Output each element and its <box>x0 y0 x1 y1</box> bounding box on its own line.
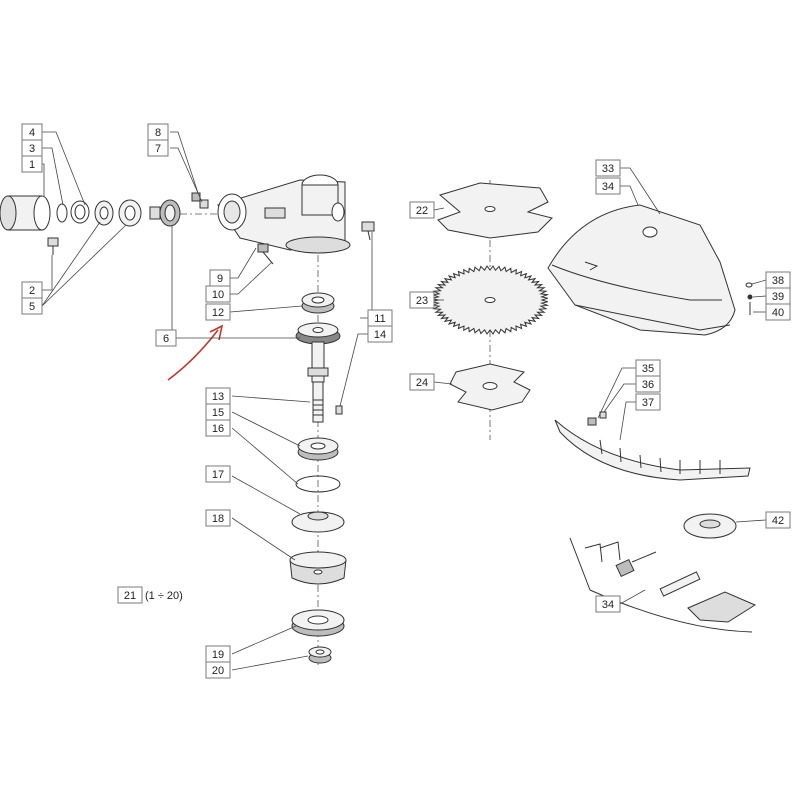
label-7: 7 <box>147 139 169 157</box>
kit-note: (1 ÷ 20) <box>145 590 183 602</box>
svg-text:23: 23 <box>416 295 428 307</box>
svg-text:18: 18 <box>212 513 224 525</box>
part-20-nut <box>308 646 332 664</box>
part-22-blade <box>437 182 553 239</box>
label-14: 14 <box>367 325 393 343</box>
label-9: 9 <box>209 269 231 287</box>
svg-text:34: 34 <box>602 181 614 193</box>
part-18-cup <box>289 551 347 585</box>
svg-text:34: 34 <box>602 599 614 611</box>
part-34-guard <box>547 204 736 336</box>
svg-text:5: 5 <box>29 301 35 313</box>
label-13: 13 <box>205 387 231 405</box>
label-4: 4 <box>21 123 43 141</box>
part-5-bearings <box>94 199 142 227</box>
label-12: 12 <box>205 303 231 321</box>
svg-text:16: 16 <box>212 423 224 435</box>
label-22: 22 <box>409 201 435 219</box>
part-23-saw-blade <box>430 265 550 335</box>
svg-text:8: 8 <box>155 127 161 139</box>
part-11-screw <box>361 221 375 241</box>
label-40: 40 <box>765 303 791 321</box>
label-2: 2 <box>21 281 43 299</box>
svg-text:20: 20 <box>212 665 224 677</box>
svg-text:17: 17 <box>212 469 224 481</box>
label-15: 15 <box>205 403 231 421</box>
svg-text:15: 15 <box>212 407 224 419</box>
part-6-pinion <box>149 199 181 227</box>
svg-text:36: 36 <box>642 379 654 391</box>
label-37: 37 <box>635 393 661 411</box>
svg-text:12: 12 <box>212 307 224 319</box>
part-19-washer <box>291 609 345 637</box>
label-24: 24 <box>409 373 435 391</box>
svg-text:40: 40 <box>772 307 784 319</box>
part-14-key <box>335 405 343 415</box>
label-36: 36 <box>635 375 661 393</box>
svg-text:37: 37 <box>642 397 654 409</box>
label-38: 38 <box>765 271 791 289</box>
part-3-circlip <box>56 203 68 223</box>
label-42: 42 <box>765 511 791 529</box>
part-42-disc <box>683 513 737 539</box>
part-13-shaft <box>307 341 329 423</box>
svg-text:19: 19 <box>212 649 224 661</box>
svg-text:11: 11 <box>374 313 385 325</box>
part-6-bevel-gear <box>295 322 341 345</box>
label-18: 18 <box>205 509 231 527</box>
label-34-toolkit: 34 <box>595 595 621 613</box>
part-1-tube-cap <box>0 195 51 231</box>
part-37-guard-extension <box>554 411 751 481</box>
svg-text:35: 35 <box>642 363 654 375</box>
label-3: 3 <box>21 139 43 157</box>
svg-text:6: 6 <box>163 333 169 345</box>
label-17: 17 <box>205 465 231 483</box>
svg-text:21: 21 <box>124 590 136 602</box>
part-16-circlip <box>295 475 341 493</box>
svg-text:38: 38 <box>772 275 784 287</box>
svg-text:4: 4 <box>29 127 35 139</box>
svg-text:9: 9 <box>217 273 223 285</box>
svg-text:24: 24 <box>416 377 428 389</box>
label-5: 5 <box>21 297 43 315</box>
label-19: 19 <box>205 645 231 663</box>
label-33: 33 <box>595 159 621 177</box>
label-34-guard: 34 <box>595 177 621 195</box>
label-16: 16 <box>205 419 231 437</box>
svg-text:22: 22 <box>416 205 428 217</box>
label-20: 20 <box>205 661 231 679</box>
label-23: 23 <box>409 291 435 309</box>
part-9-10-screw <box>257 243 274 265</box>
tool-kit <box>569 537 757 633</box>
part-2-screw <box>47 237 59 255</box>
label-1: 1 <box>21 155 43 173</box>
red-arrow <box>167 324 224 381</box>
part-12-bearing <box>301 292 335 314</box>
label-39: 39 <box>765 287 791 305</box>
label-10: 10 <box>205 285 231 303</box>
label-8: 8 <box>147 123 169 141</box>
svg-text:42: 42 <box>772 515 784 527</box>
gearbox-housing <box>217 174 351 254</box>
svg-text:7: 7 <box>155 143 161 155</box>
svg-text:39: 39 <box>772 291 784 303</box>
svg-text:10: 10 <box>212 289 224 301</box>
label-35: 35 <box>635 359 661 377</box>
svg-text:13: 13 <box>212 391 224 403</box>
label-6: 6 <box>155 329 177 347</box>
svg-text:1: 1 <box>29 159 35 171</box>
part-15-bearing <box>297 437 339 461</box>
part-24-star-blade <box>449 363 531 411</box>
label-21: 21 <box>117 586 143 604</box>
svg-text:3: 3 <box>29 143 35 155</box>
svg-text:14: 14 <box>374 329 386 341</box>
part-7-8-grease-nipple <box>191 192 209 209</box>
part-38-40-fasteners <box>745 282 753 315</box>
svg-text:2: 2 <box>29 285 35 297</box>
part-17-flange <box>291 511 345 533</box>
label-11: 11 <box>367 309 393 327</box>
svg-text:33: 33 <box>602 163 614 175</box>
